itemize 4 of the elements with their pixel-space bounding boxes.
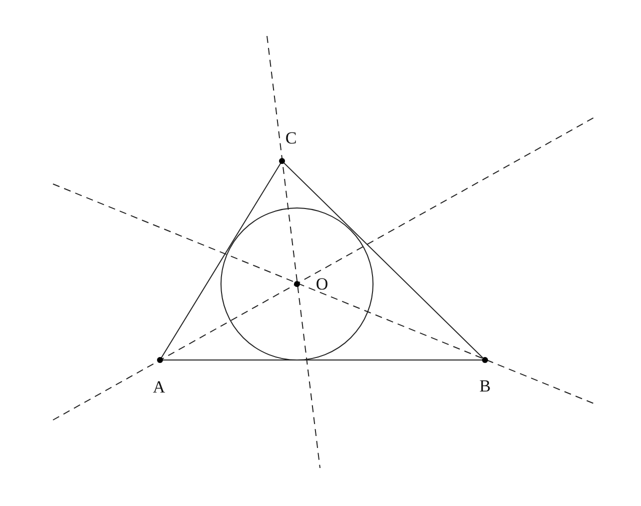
point-label: O	[316, 276, 328, 292]
point-label: B	[479, 378, 491, 394]
point-label: A	[152, 378, 166, 396]
point-label: C	[285, 130, 297, 146]
